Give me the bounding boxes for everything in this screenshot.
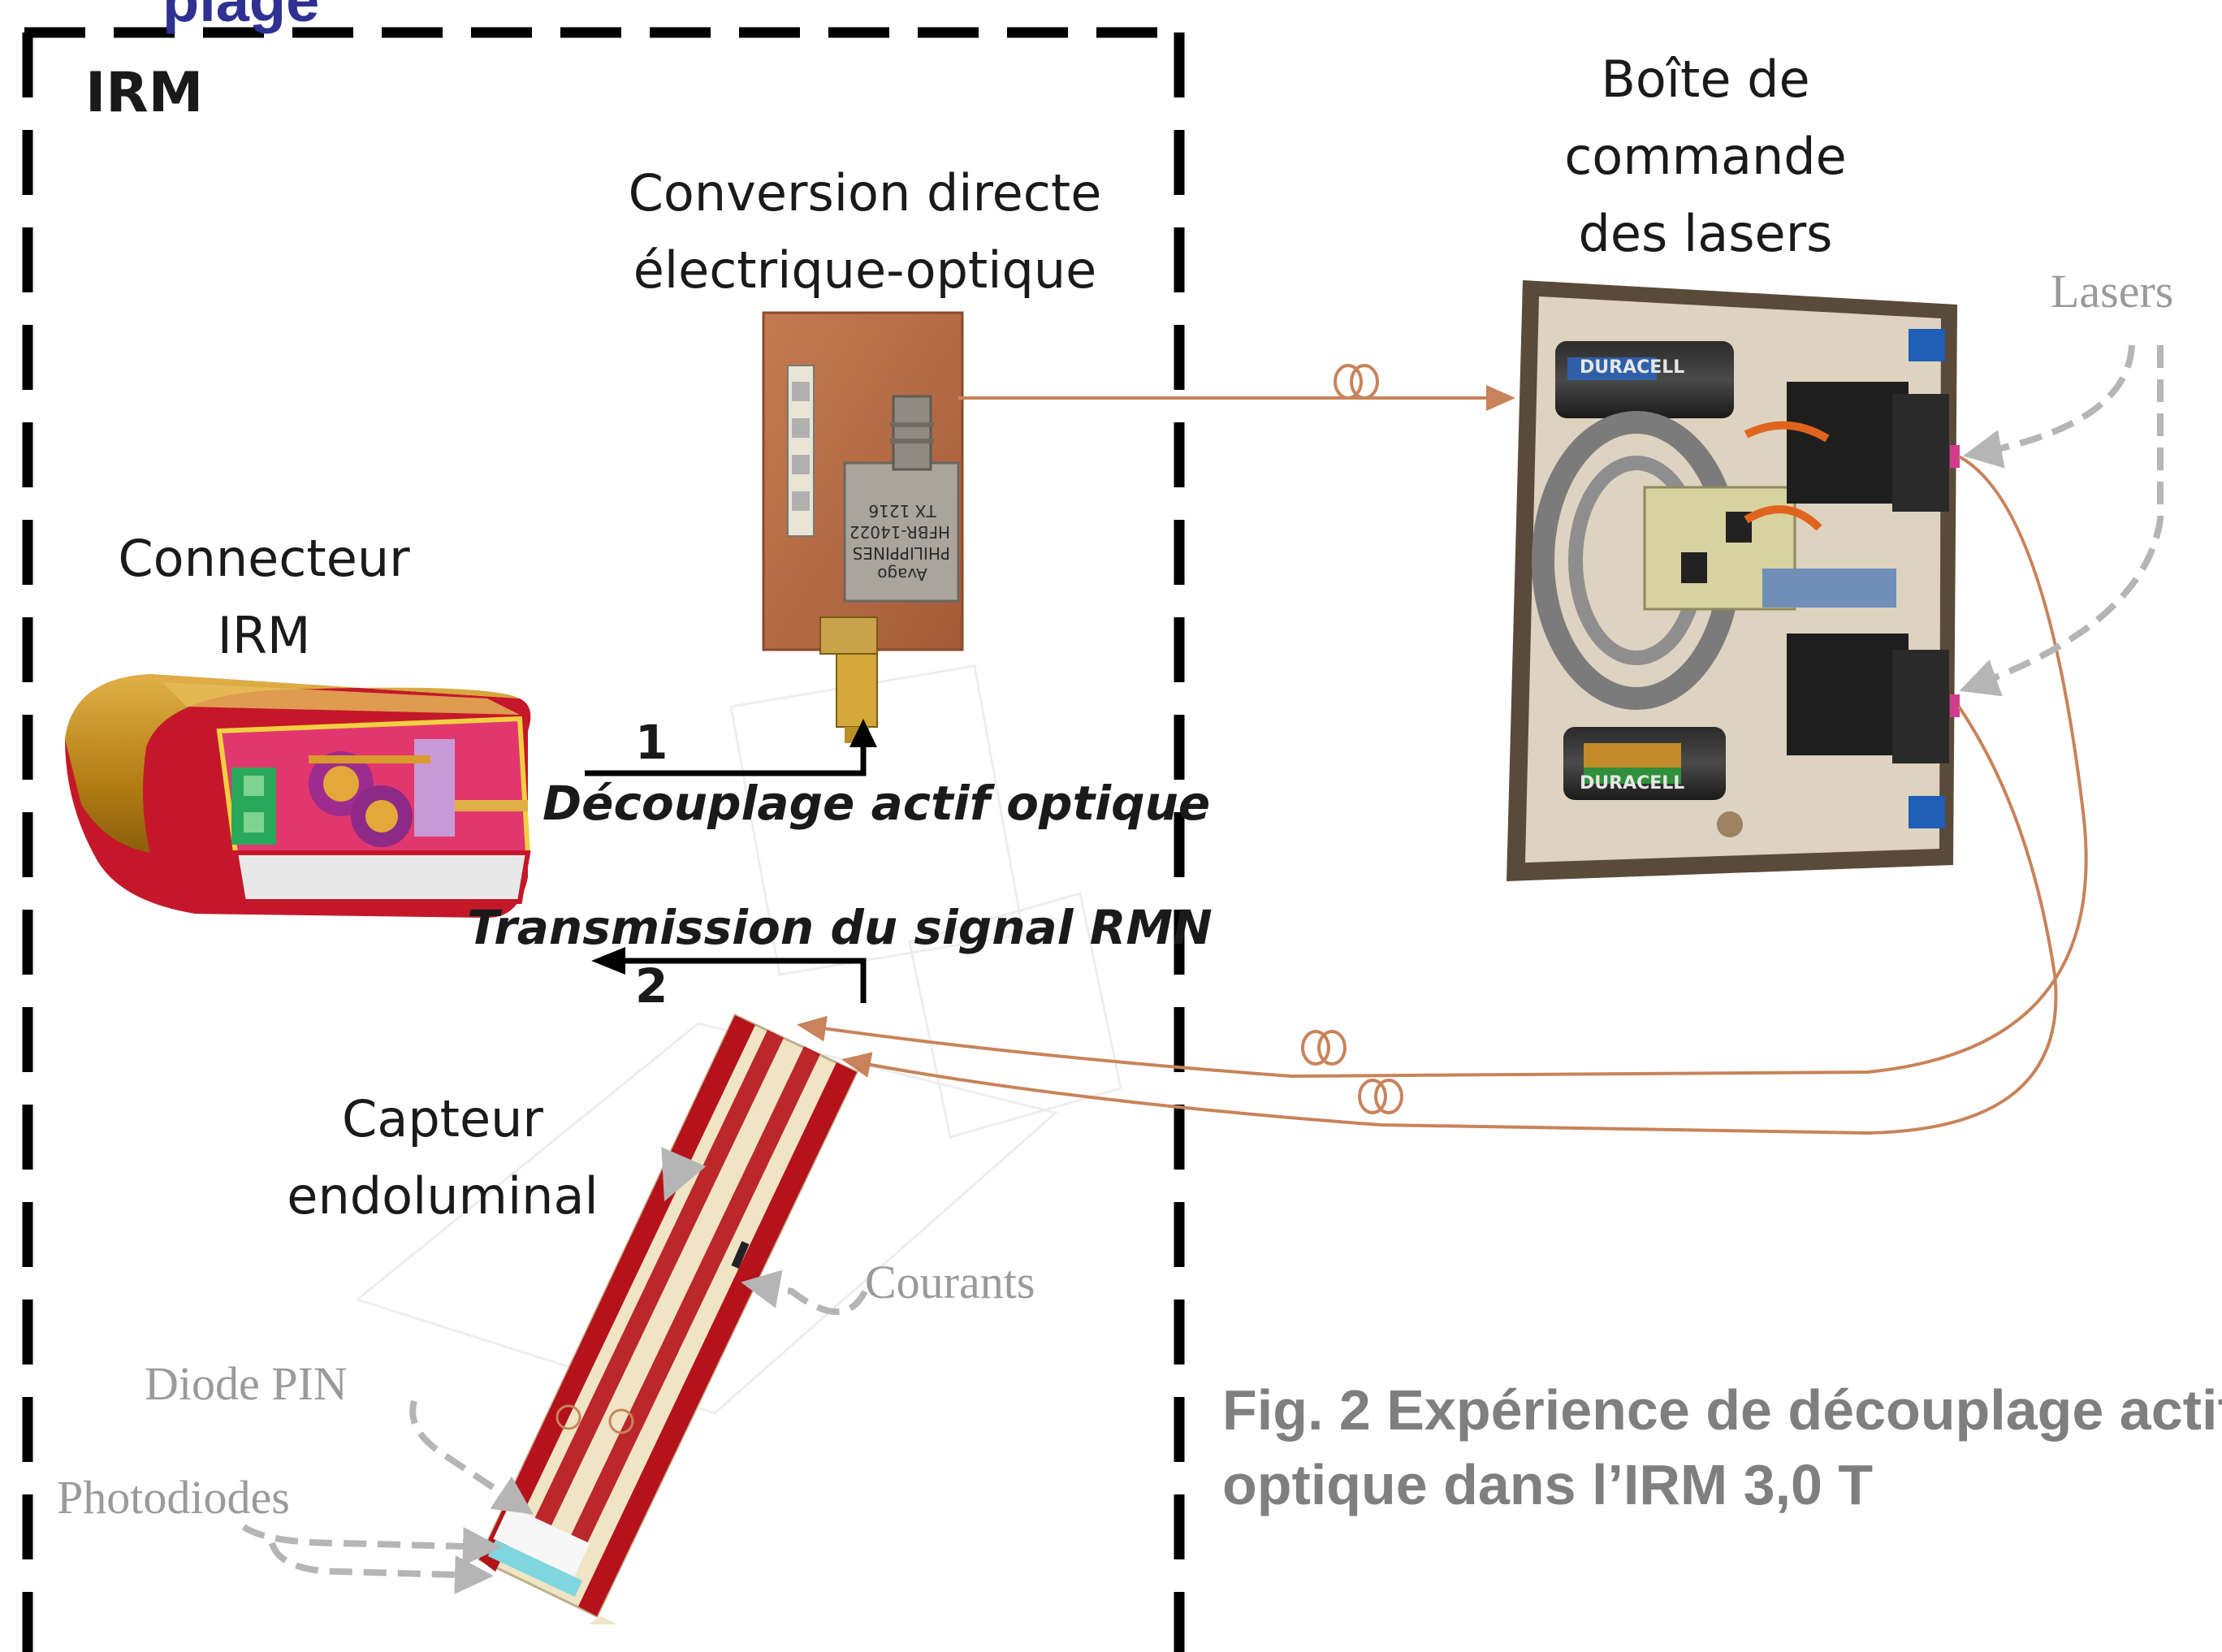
pin-diode-label: Diode PIN <box>145 1357 348 1410</box>
control-box-label-line-3: des lasers <box>1578 204 1833 263</box>
fiber-coil-icon <box>1334 364 1379 400</box>
battery-label-bottom: DURACELL <box>1580 773 1685 794</box>
photodiodes-annotation-arrow-1 <box>241 1524 502 1566</box>
figure-caption-line-1: Fig. 2 Expérience de découplage actif <box>1222 1378 2222 1442</box>
figure-caption: Fig. 2 Expérience de découplage actif op… <box>1222 1373 2222 1522</box>
connector-label: Connecteur IRM <box>65 520 463 674</box>
mri-zone-label: IRM <box>85 61 204 125</box>
chip-marking-line-1: Avago <box>877 564 927 584</box>
fiber-coil-icon <box>1301 1030 1347 1066</box>
connector-label-line-2: IRM <box>217 606 311 665</box>
control-box-label-line-1: Boîte de <box>1601 50 1810 109</box>
fiber-laser-2-to-sensor <box>841 705 2058 1135</box>
sensor-label-line-2: endoluminal <box>287 1166 599 1226</box>
path-2-arrow <box>613 958 867 1003</box>
photodiodes-label: Photodiodes <box>57 1471 290 1524</box>
mri-connector-icon <box>65 674 531 918</box>
optocoupler-board-icon <box>762 311 964 743</box>
chip-marking-line-2: PHILIPPINES <box>852 543 950 563</box>
currents-annotation-arrow <box>741 1269 868 1315</box>
lasers-annotation-arrow-1 <box>1963 344 2135 469</box>
path-2-number: 2 <box>635 958 668 1014</box>
sensor-label: Capteur endoluminal <box>236 1080 650 1235</box>
path-2-arrowhead <box>591 947 625 975</box>
endoluminal-sensor-icon <box>478 1014 859 1624</box>
fiber-coil-icon <box>1358 1079 1403 1114</box>
path-1-text: Découplage actif optique <box>543 776 1211 831</box>
connector-label-line-1: Connecteur <box>118 529 410 588</box>
path-2-text: Transmission du signal RMN <box>467 900 1213 955</box>
control-box-label: Boîte de commande des lasers <box>1502 41 1909 272</box>
battery-label-top: DURACELL <box>1580 357 1685 378</box>
figure-caption-line-2: optique dans l’IRM 3,0 T <box>1222 1453 1874 1516</box>
path-1-arrow <box>585 733 867 776</box>
fiber-laser-1-to-sensor <box>797 455 2088 1079</box>
path-1-number: 1 <box>635 715 668 770</box>
sensor-label-line-1: Capteur <box>342 1089 543 1148</box>
conversion-label: Conversion directe électrique-optique <box>601 154 1129 309</box>
conversion-label-line-1: Conversion directe <box>628 163 1102 223</box>
photodiodes-annotation-arrow-2 <box>269 1542 494 1594</box>
lasers-annotation-arrow-2 <box>1959 345 2164 697</box>
lasers-label: Lasers <box>2051 265 2174 318</box>
pin-diode-annotation-arrow <box>409 1399 534 1515</box>
path-1-arrowhead <box>849 719 877 747</box>
page-heading-fragment: plage <box>162 0 320 34</box>
laser-control-box-icon <box>1507 280 1960 881</box>
chip-marking-line-4: TX 1216 <box>868 501 936 521</box>
currents-label: Courants <box>865 1256 1035 1308</box>
chip-marking: Avago PHILIPPINES HFBR-14022 TX 1216 <box>849 479 950 585</box>
conversion-label-line-2: électrique-optique <box>633 240 1097 300</box>
control-box-label-line-2: commande <box>1564 127 1847 186</box>
chip-marking-line-3: HFBR-14022 <box>849 522 950 542</box>
